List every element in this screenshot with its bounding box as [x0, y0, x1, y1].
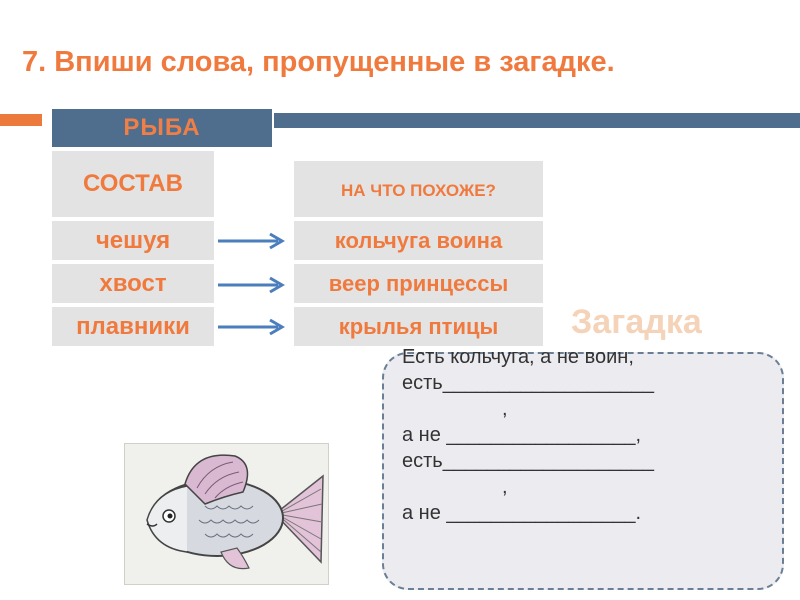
riddle-line: Есть кольчуга, а не воин, — [402, 346, 634, 368]
left-column-header: СОСТАВ — [50, 149, 216, 219]
arrow-right-icon — [218, 232, 285, 250]
riddle-line: а не _________________, — [402, 424, 642, 446]
riddle-line: , — [402, 476, 508, 498]
fish-illustration — [124, 443, 329, 585]
header-line — [272, 113, 800, 128]
part-cell: хвост — [50, 262, 216, 305]
riddle-line: а не _________________. — [402, 502, 642, 524]
likeness-cell: кольчуга воина — [292, 219, 545, 262]
right-column-header: НА ЧТО ПОХОЖЕ? — [292, 159, 545, 219]
part-cell: чешуя — [50, 219, 216, 262]
riddle-box — [382, 352, 784, 590]
riddle-text: Есть кольчуга, а не воин, есть__________… — [402, 344, 792, 526]
part-cell: плавники — [50, 305, 216, 348]
arrow-right-icon — [218, 276, 285, 294]
likeness-cell: веер принцессы — [292, 262, 545, 305]
table-header: РЫБА — [50, 107, 274, 149]
task-title: 7. Впиши слова, пропущенные в загадке. — [22, 46, 615, 78]
riddle-line: , — [402, 398, 508, 420]
accent-bar — [0, 114, 42, 126]
riddle-line: есть___________________ — [402, 450, 655, 472]
riddle-line: есть___________________ — [402, 372, 655, 394]
arrow-right-icon — [218, 318, 285, 336]
likeness-cell: крылья птицы — [292, 305, 545, 348]
riddle-title: Загадка — [571, 303, 702, 341]
